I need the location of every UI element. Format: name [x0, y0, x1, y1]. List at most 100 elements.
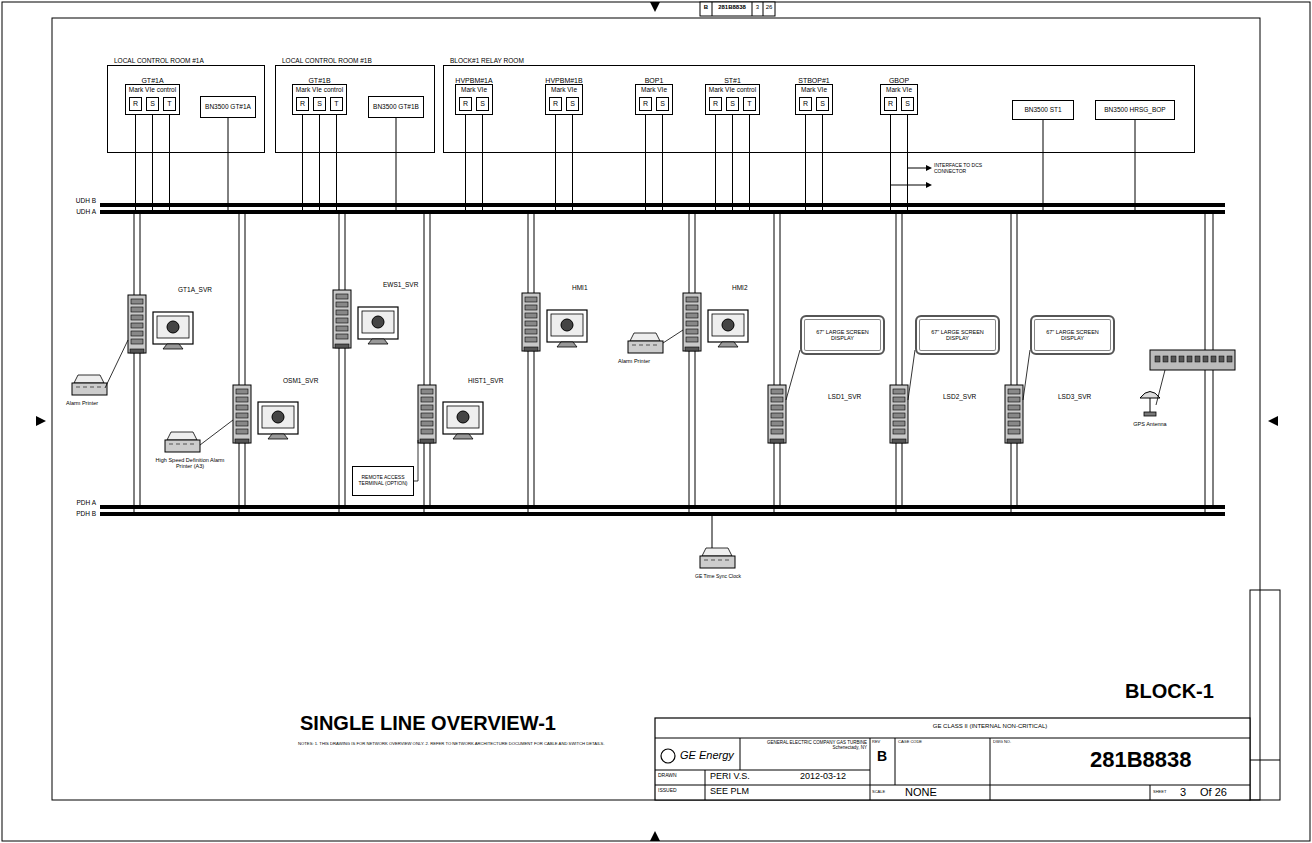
annotation-label: CAGE CODE — [898, 740, 922, 744]
drive-bay — [1008, 397, 1020, 402]
network-connector — [228, 118, 229, 210]
drive-bay — [1008, 389, 1020, 394]
drive-bay — [236, 405, 248, 410]
node-text: R — [800, 98, 811, 110]
node-text: GT#1B — [308, 77, 330, 84]
node-text: R — [550, 98, 561, 110]
server-tower — [333, 290, 351, 348]
channel-box: S — [901, 97, 914, 111]
large-screen-display: 67" LARGE SCREEN DISPLAY — [1030, 315, 1115, 355]
drive-bay — [771, 429, 783, 434]
monitor-screen — [157, 316, 189, 338]
printer-cable — [200, 420, 233, 445]
drive-bay — [236, 389, 248, 394]
drive-bay — [686, 337, 698, 342]
annotation-label: 281B8838 — [712, 4, 752, 11]
network-drop — [134, 214, 135, 512]
network-bus: UDH A — [100, 210, 1225, 214]
wire — [655, 738, 1250, 739]
annotation-label: LSD2_SVR — [943, 393, 976, 400]
annotation-label: 3 — [752, 4, 763, 11]
drive-bay — [236, 397, 248, 402]
node-text: HVPBM#1B — [545, 77, 582, 84]
node-text: 67" LARGE SCREEN DISPLAY — [1038, 329, 1107, 342]
monitor-logo — [272, 411, 284, 423]
drive-bay — [131, 307, 143, 312]
drive-bay — [771, 397, 783, 402]
annotation-label: ISSUED — [658, 788, 677, 794]
printer-body — [700, 556, 735, 568]
node-text: Mark VIe — [456, 85, 492, 94]
drive-bay — [893, 389, 905, 394]
network-connector — [715, 111, 716, 210]
node-text: R — [460, 98, 471, 110]
annotation-label: 2012-03-12 — [800, 772, 846, 782]
controller-box: GBOPMark VIeRS — [880, 84, 918, 115]
switch-port — [1203, 356, 1208, 362]
channel-box: T — [163, 97, 176, 111]
drive-bay — [131, 315, 143, 320]
printer-key — [646, 345, 650, 346]
wire — [1150, 785, 1151, 800]
node-text: BOP1 — [645, 77, 664, 84]
network-connector — [169, 111, 170, 210]
annotation-label: REV — [872, 740, 880, 744]
node-text: Mark VIe — [546, 85, 582, 94]
display-cable — [1023, 350, 1030, 400]
tower-base — [685, 347, 699, 351]
monitor-screen — [551, 314, 583, 336]
annotation-label: GENERAL ELECTRIC COMPANY GAS TURBINE Sch… — [743, 741, 867, 751]
printer-key — [632, 345, 636, 346]
node-text: PDH B — [76, 511, 96, 518]
annotation-label: GPS Antenna — [1128, 421, 1172, 427]
annotation-label: OSM1_SVR — [283, 377, 318, 384]
wire — [763, 2, 764, 16]
margin-block — [1250, 590, 1280, 800]
drive-bay — [525, 297, 537, 302]
center-arrow — [650, 2, 660, 12]
vibration-monitor-box: BN3500 HRSG_BOP — [1095, 100, 1175, 120]
monitor-stand — [718, 342, 738, 347]
printer-paper — [702, 548, 732, 556]
drive-bay — [1008, 429, 1020, 434]
drive-bay — [421, 389, 433, 394]
gps-antenna — [1140, 392, 1160, 399]
drive-bay — [421, 421, 433, 426]
drive-bay — [236, 421, 248, 426]
channel-box: R — [459, 97, 472, 111]
annotation-label: GE CLASS II (INTERNAL NON-CRITICAL) — [870, 723, 1110, 730]
network-connector — [662, 111, 663, 210]
channel-box: T — [330, 97, 343, 111]
drive-bay — [1008, 413, 1020, 418]
drive-bay — [131, 323, 143, 328]
network-drop — [902, 214, 903, 505]
display-cable — [786, 350, 800, 400]
network-drop — [896, 214, 897, 512]
wire — [740, 738, 741, 770]
channel-box: S — [313, 97, 326, 111]
printer-key — [97, 387, 101, 388]
annotation-label: PERI V.S. — [710, 772, 750, 782]
network-connector — [645, 111, 646, 210]
network-drop — [1011, 214, 1012, 512]
network-connector — [482, 111, 483, 210]
printer-key — [639, 345, 643, 346]
network-connector — [555, 111, 556, 210]
monitor-screen — [362, 311, 394, 333]
node-text: S — [657, 98, 668, 110]
annotation-label: EWS1_SVR — [383, 281, 418, 288]
annotation-label: B — [877, 749, 887, 764]
printer-cable — [105, 340, 128, 388]
node-text: GBOP — [889, 77, 909, 84]
drive-bay — [421, 405, 433, 410]
node-text: T — [744, 98, 755, 110]
node-text: LOCAL CONTROL ROOM #1A — [114, 58, 204, 65]
network-connector — [732, 111, 733, 210]
annotation-label: HMI2 — [732, 284, 748, 291]
vibration-monitor-box: BN3500 GT#1B — [368, 96, 424, 118]
antenna-cable — [1156, 370, 1165, 405]
network-drop — [345, 214, 346, 505]
annotation-label: GE Time Sync Clock — [690, 574, 746, 580]
interface-line — [891, 185, 926, 186]
